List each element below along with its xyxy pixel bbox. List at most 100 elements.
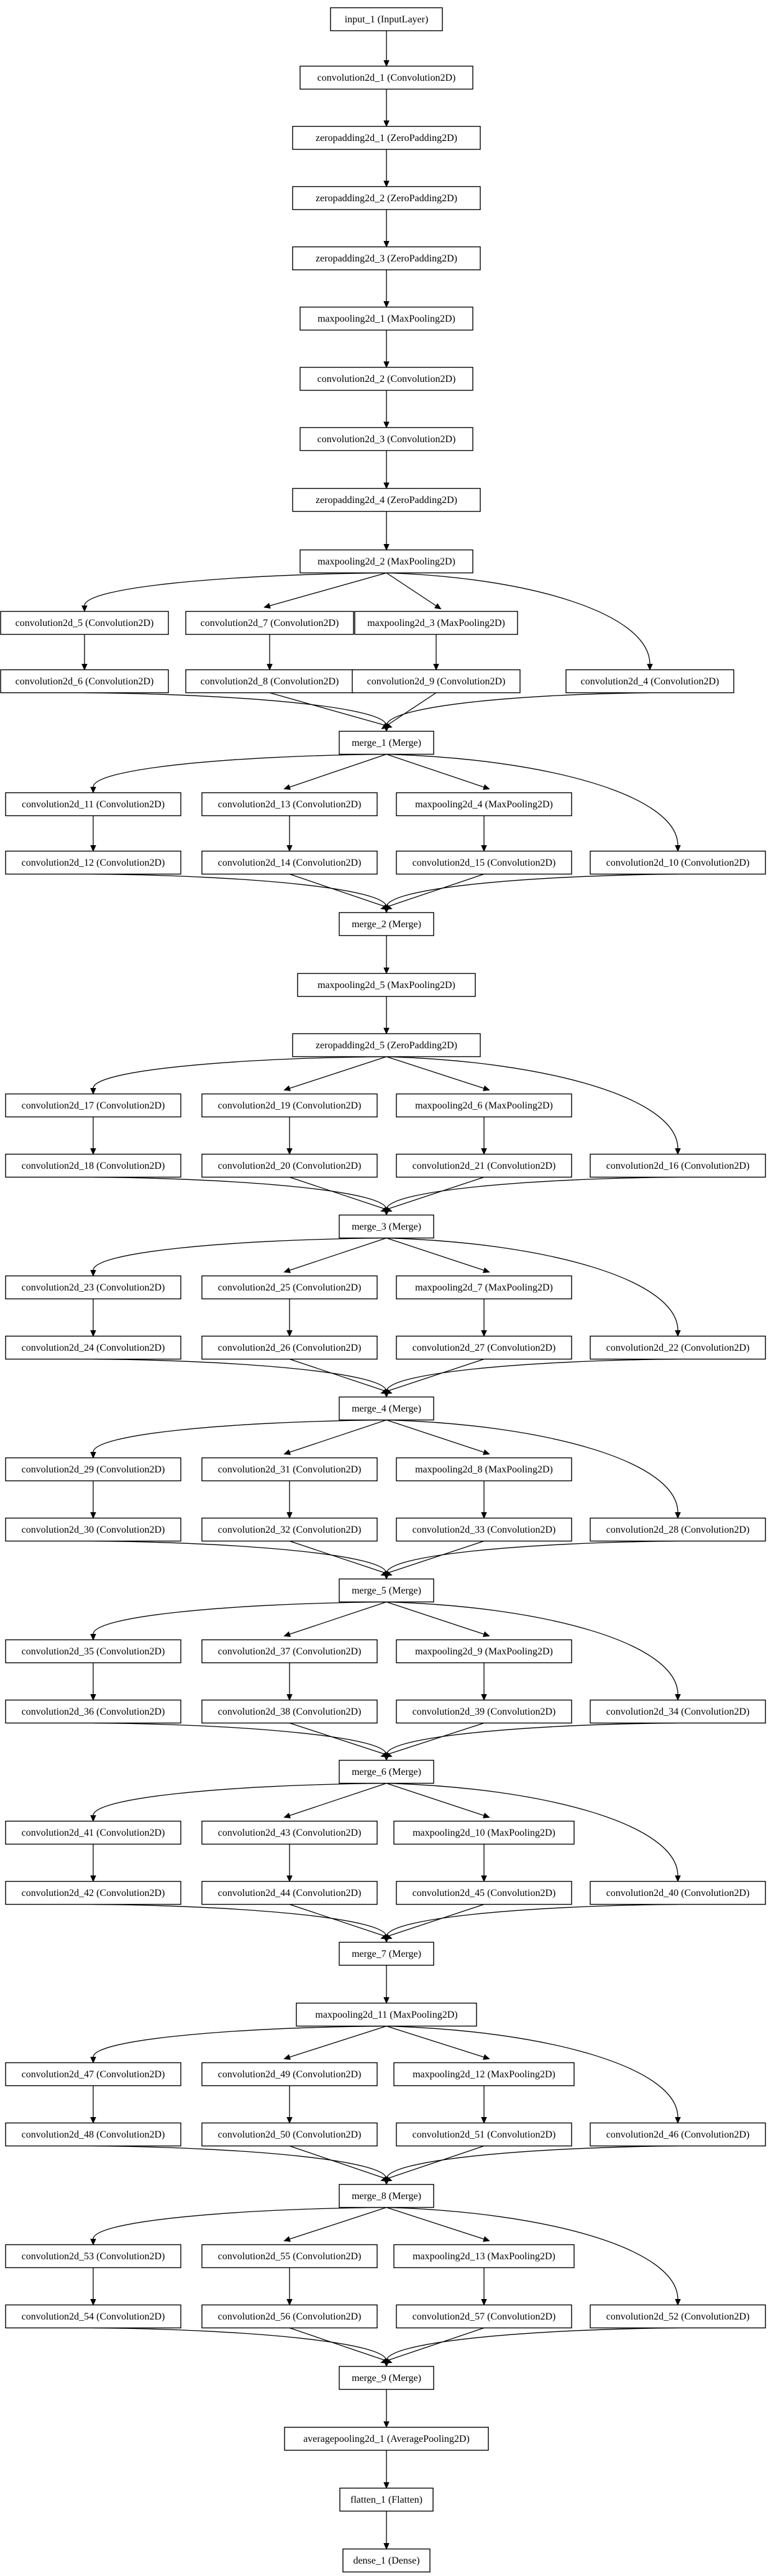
node-label: convolution2d_17 (Convolution2D) (22, 1100, 165, 1111)
node-box (339, 1214, 434, 1239)
edge-convolution2d_16-to-merge_3 (386, 1176, 678, 1210)
node-box (590, 2304, 766, 2329)
node-zeropadding2d_5: zeropadding2d_5 (ZeroPadding2D) (292, 1033, 481, 1058)
edge-convolution2d_30-to-merge_5 (93, 1540, 387, 1574)
edge-convolution2d_6-to-merge_1 (84, 692, 387, 726)
arrowhead-convolution2d_56 (286, 2299, 293, 2306)
arrowhead-merge_8 (383, 2179, 390, 2185)
node-box (201, 1275, 378, 1300)
node-label: maxpooling2d_13 (MaxPooling2D) (413, 2251, 555, 2262)
node-convolution2d_17: convolution2d_17 (Convolution2D) (5, 1093, 181, 1118)
arrowhead-convolution2d_44 (286, 1875, 293, 1882)
node-box (339, 912, 434, 937)
node-box (339, 1396, 434, 1421)
node-box (590, 850, 766, 875)
node-input_1: input_1 (InputLayer) (330, 7, 443, 32)
node-box (396, 1457, 572, 1482)
node-box (201, 1335, 378, 1360)
node-merge_8: merge_8 (Merge) (339, 2184, 434, 2208)
node-maxpooling2d_8: maxpooling2d_8 (MaxPooling2D) (396, 1457, 572, 1482)
arrowhead-maxpooling2d_3 (434, 603, 442, 610)
node-convolution2d_38: convolution2d_38 (Convolution2D) (201, 1699, 378, 1724)
edge-convolution2d_51-to-merge_8 (386, 2145, 485, 2180)
node-box (185, 669, 354, 694)
edge-merge_6-to-maxpooling2d_10 (386, 1782, 485, 1816)
node-box (354, 610, 518, 635)
edge-merge_3-to-convolution2d_22 (386, 1237, 678, 1331)
node-box (339, 730, 434, 755)
edge-convolution2d_38-to-merge_6 (289, 1722, 387, 1756)
edge-merge_1-to-convolution2d_13 (289, 753, 387, 788)
node-label: convolution2d_13 (Convolution2D) (218, 799, 362, 810)
node-box (352, 669, 521, 694)
node-dense_1: dense_1 (Dense) (342, 2548, 431, 2573)
arrowhead-convolution2d_20 (286, 1148, 293, 1155)
edge-convolution2d_24-to-merge_4 (93, 1358, 387, 1392)
node-label: convolution2d_28 (Convolution2D) (606, 1525, 750, 1535)
arrowhead-convolution2d_55 (283, 2236, 291, 2242)
node-merge_3: merge_3 (Merge) (339, 1214, 434, 1239)
arrowhead-convolution2d_3 (383, 422, 390, 429)
arrowhead-zeropadding2d_2 (383, 181, 390, 188)
node-maxpooling2d_7: maxpooling2d_7 (MaxPooling2D) (396, 1275, 572, 1300)
arrowhead-convolution2d_34 (675, 1694, 681, 1701)
node-label: convolution2d_9 (Convolution2D) (367, 676, 506, 687)
node-convolution2d_4: convolution2d_4 (Convolution2D) (565, 669, 734, 694)
node-label: convolution2d_11 (Convolution2D) (22, 799, 165, 810)
node-convolution2d_19: convolution2d_19 (Convolution2D) (201, 1093, 378, 1118)
node-box (299, 306, 473, 331)
node-label: convolution2d_55 (Convolution2D) (218, 2251, 362, 2262)
node-convolution2d_36: convolution2d_36 (Convolution2D) (5, 1699, 181, 1724)
node-label: convolution2d_19 (Convolution2D) (218, 1100, 362, 1111)
node-convolution2d_54: convolution2d_54 (Convolution2D) (5, 2304, 181, 2329)
node-convolution2d_7: convolution2d_7 (Convolution2D) (185, 610, 354, 635)
node-convolution2d_39: convolution2d_39 (Convolution2D) (396, 1699, 572, 1724)
edge-convolution2d_40-to-merge_7 (386, 1903, 678, 1937)
edge-zeropadding2d_5-to-maxpooling2d_6 (386, 1056, 485, 1089)
arrowhead-convolution2d_43 (283, 1812, 291, 1818)
node-label: convolution2d_50 (Convolution2D) (218, 2129, 362, 2140)
node-box (5, 2122, 181, 2147)
node-convolution2d_46: convolution2d_46 (Convolution2D) (590, 2122, 766, 2147)
node-label: maxpooling2d_11 (MaxPooling2D) (315, 2010, 457, 2020)
node-convolution2d_9: convolution2d_9 (Convolution2D) (352, 669, 521, 694)
node-box (396, 1699, 572, 1724)
node-maxpooling2d_1: maxpooling2d_1 (MaxPooling2D) (299, 306, 473, 331)
node-maxpooling2d_9: maxpooling2d_9 (MaxPooling2D) (396, 1639, 572, 1664)
node-box (201, 1880, 378, 1905)
arrowhead-convolution2d_6 (81, 664, 88, 671)
arrowhead-maxpooling2d_13 (483, 2236, 490, 2242)
node-flatten_1: flatten_1 (Flatten) (339, 2487, 434, 2512)
node-label: merge_8 (Merge) (352, 2191, 421, 2202)
arrowhead-convolution2d_35 (90, 1634, 96, 1641)
node-label: convolution2d_38 (Convolution2D) (218, 1707, 362, 1717)
node-box (5, 1335, 181, 1360)
node-label: convolution2d_27 (Convolution2D) (413, 1343, 556, 1353)
node-merge_2: merge_2 (Merge) (339, 912, 434, 937)
node-convolution2d_28: convolution2d_28 (Convolution2D) (590, 1517, 766, 1542)
node-label: maxpooling2d_3 (MaxPooling2D) (367, 618, 505, 628)
node-convolution2d_31: convolution2d_31 (Convolution2D) (201, 1457, 378, 1482)
node-zeropadding2d_4: zeropadding2d_4 (ZeroPadding2D) (292, 488, 481, 512)
node-maxpooling2d_11: maxpooling2d_11 (MaxPooling2D) (296, 2002, 477, 2027)
node-maxpooling2d_3: maxpooling2d_3 (MaxPooling2D) (354, 610, 518, 635)
node-convolution2d_45: convolution2d_45 (Convolution2D) (396, 1880, 572, 1905)
node-box (590, 1335, 766, 1360)
node-box (396, 2122, 572, 2147)
arrowhead-maxpooling2d_1 (383, 301, 390, 308)
edge-convolution2d_33-to-merge_5 (386, 1540, 485, 1574)
arrowhead-convolution2d_46 (675, 2117, 681, 2124)
edge-convolution2d_57-to-merge_9 (386, 2327, 485, 2362)
arrowhead-convolution2d_31 (283, 1449, 291, 1455)
node-label: convolution2d_15 (Convolution2D) (413, 858, 556, 868)
edge-convolution2d_21-to-merge_3 (386, 1176, 485, 1210)
edge-convolution2d_26-to-merge_4 (289, 1358, 387, 1392)
node-box (299, 549, 473, 574)
edges-layer (81, 30, 681, 2550)
edge-convolution2d_42-to-merge_7 (93, 1903, 387, 1937)
edge-merge_5-to-convolution2d_35 (93, 1601, 387, 1635)
node-label: convolution2d_40 (Convolution2D) (606, 1888, 750, 1898)
node-label: convolution2d_43 (Convolution2D) (218, 1828, 362, 1838)
arrowhead-merge_3 (383, 1209, 390, 1216)
node-label: zeropadding2d_2 (ZeroPadding2D) (316, 193, 457, 204)
